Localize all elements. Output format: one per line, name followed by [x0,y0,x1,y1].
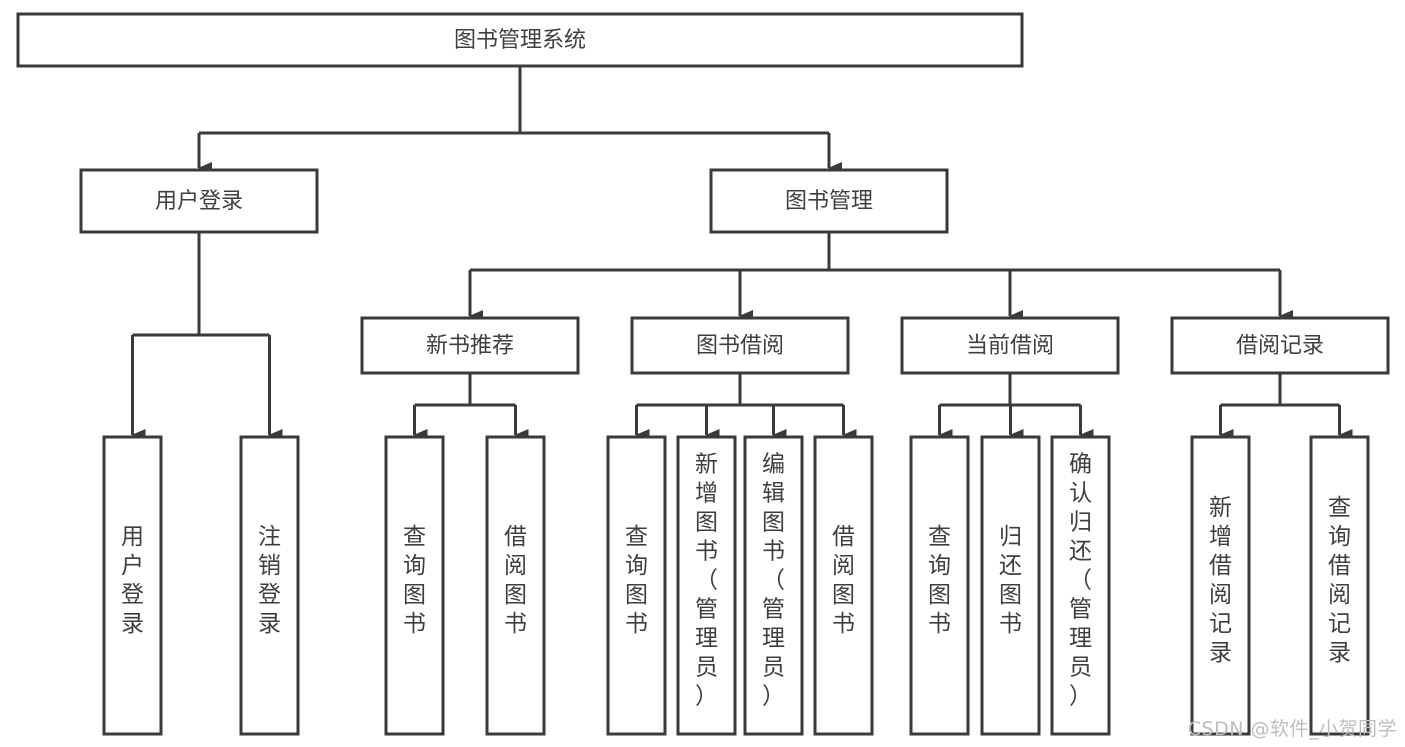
node-leaf-user-logout-rect[interactable] [239,435,300,736]
node-book-manage-rect[interactable] [709,168,949,234]
node-new-book-rec[interactable]: 新书推荐 [360,316,580,375]
node-leaf-query-book-borrow-label: 查询图书 [625,524,648,637]
node-user-login-rect[interactable] [79,168,319,234]
node-leaf-query-record-rect[interactable] [1309,435,1370,736]
node-leaf-edit-book-label: 编辑图书（管理员） [762,452,785,710]
node-borrow-record-rect[interactable] [1170,316,1390,375]
node-leaf-query-book-cur-label: 查询图书 [928,524,951,637]
node-leaf-confirm-return-label: 确认归还（管理员） [1069,452,1092,710]
node-leaf-edit-book-rect[interactable] [743,435,804,736]
node-leaf-query-book-borrow[interactable]: 查询图书 [606,435,667,736]
boxes-layer: 图书管理系统用户登录图书管理新书推荐图书借阅当前借阅借阅记录用户登录注销登录查询… [16,12,1390,736]
node-leaf-confirm-return[interactable]: 确认归还（管理员） [1050,435,1111,736]
node-leaf-query-record-label: 查询借阅记录 [1328,495,1351,666]
node-book-borrow-label: 图书借阅 [696,334,784,359]
node-leaf-user-login[interactable]: 用户登录 [102,435,163,736]
node-leaf-user-login-rect[interactable] [102,435,163,736]
node-leaf-return-book-rect[interactable] [980,435,1041,736]
node-leaf-add-book-rect[interactable] [676,435,737,736]
connectors-layer [131,66,1353,441]
node-leaf-query-book-rec-rect[interactable] [384,435,445,736]
node-book-manage-label: 图书管理 [785,189,873,214]
node-user-login[interactable]: 用户登录 [79,168,319,234]
node-new-book-rec-label: 新书推荐 [426,334,514,359]
node-user-login-label: 用户登录 [155,189,243,214]
node-root[interactable]: 图书管理系统 [16,12,1024,68]
node-book-borrow[interactable]: 图书借阅 [630,316,850,375]
node-leaf-borrow-book[interactable]: 借阅图书 [813,435,874,736]
node-current-borrow-rect[interactable] [900,316,1120,375]
node-leaf-confirm-return-rect[interactable] [1050,435,1111,736]
node-leaf-query-record[interactable]: 查询借阅记录 [1309,435,1370,736]
node-leaf-borrow-book-rec[interactable]: 借阅图书 [485,435,546,736]
node-leaf-borrow-book-rec-label: 借阅图书 [504,524,527,637]
node-current-borrow-label: 当前借阅 [966,334,1054,359]
node-leaf-add-book[interactable]: 新增图书（管理员） [676,435,737,736]
node-leaf-borrow-book-label: 借阅图书 [832,524,855,637]
node-borrow-record-label: 借阅记录 [1236,334,1324,359]
node-leaf-user-logout[interactable]: 注销登录 [239,435,300,736]
node-leaf-borrow-book-rect[interactable] [813,435,874,736]
node-leaf-add-record[interactable]: 新增借阅记录 [1190,435,1251,736]
node-leaf-query-book-cur[interactable]: 查询图书 [909,435,970,736]
node-leaf-query-book-rec[interactable]: 查询图书 [384,435,445,736]
node-book-borrow-rect[interactable] [630,316,850,375]
node-leaf-return-book-label: 归还图书 [999,524,1022,637]
node-book-manage[interactable]: 图书管理 [709,168,949,234]
node-leaf-query-book-cur-rect[interactable] [909,435,970,736]
node-leaf-add-record-label: 新增借阅记录 [1209,495,1232,666]
node-leaf-add-record-rect[interactable] [1190,435,1251,736]
node-leaf-query-book-borrow-rect[interactable] [606,435,667,736]
node-current-borrow[interactable]: 当前借阅 [900,316,1120,375]
node-root-label: 图书管理系统 [454,28,586,53]
node-borrow-record[interactable]: 借阅记录 [1170,316,1390,375]
node-leaf-user-login-label: 用户登录 [121,524,144,637]
node-leaf-user-logout-label: 注销登录 [258,524,281,637]
node-leaf-query-book-rec-label: 查询图书 [403,524,426,637]
watermark-text: CSDN @软件_小贺同学 [1187,718,1397,740]
node-leaf-edit-book[interactable]: 编辑图书（管理员） [743,435,804,736]
node-new-book-rec-rect[interactable] [360,316,580,375]
node-leaf-add-book-label: 新增图书（管理员） [695,452,718,710]
node-leaf-return-book[interactable]: 归还图书 [980,435,1041,736]
node-leaf-borrow-book-rec-rect[interactable] [485,435,546,736]
node-root-rect[interactable] [16,12,1024,68]
